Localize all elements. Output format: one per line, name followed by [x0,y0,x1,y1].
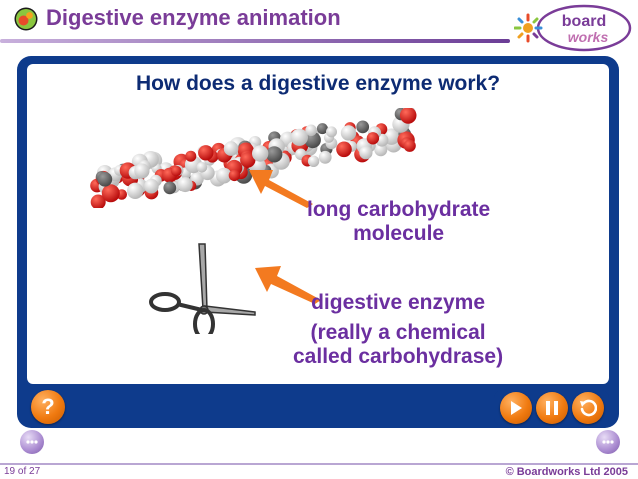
molecule-atom [316,123,328,135]
molecule-atom [223,141,239,156]
pause-button[interactable] [536,392,568,424]
molecule-atom [403,139,416,152]
molecule-atom [307,155,320,167]
pause-icon [546,401,558,415]
next-slide-button[interactable] [596,430,620,454]
enzyme-label: digestive enzyme (really a chemical call… [293,291,503,369]
molecule-atom [304,131,321,149]
ellipsis-icon [602,440,614,444]
molecule-atom [266,146,283,163]
play-icon [511,401,522,415]
animation-stage: How does a digestive enzyme work? long c… [27,64,609,384]
molecule-atom [252,145,269,162]
molecule-atom [97,172,113,187]
molecule-atom [127,182,144,199]
molecule-label-line: long carbohydrate [307,198,491,221]
play-button[interactable] [500,392,532,424]
molecule-atom [340,125,357,141]
molecule-atom [359,146,373,160]
molecule-atom [228,169,241,182]
scissors-icon [149,243,256,334]
molecule-atom [134,163,150,179]
molecule-atom [177,177,193,193]
sunburst-icon [514,13,543,43]
previous-slide-button[interactable] [20,430,44,454]
logo-text-board: board [562,13,606,30]
header-divider [0,39,510,43]
molecule-atom [399,108,417,124]
molecule-atom [240,152,256,168]
molecule-atom [101,184,120,203]
footer-divider [0,463,638,465]
enzyme-label-line: called carbohydrase) [293,345,504,368]
help-button-label: ? [41,394,55,419]
molecule-atom [318,150,332,164]
molecule-atom [163,181,177,195]
copyright-text: © Boardworks Ltd 2005 [505,466,628,478]
molecule-atom [171,165,182,177]
molecule-atom [326,126,337,138]
molecule-atom [185,150,197,162]
slide-header: Digestive enzyme animation board works [0,0,638,52]
enzyme-label-line: (really a chemical [310,321,486,344]
page-title: Digestive enzyme animation [46,5,341,30]
enzyme-arrow-icon [255,266,321,304]
molecule-atom [366,132,380,145]
carbohydrate-molecule-image [90,108,417,208]
molecule-atom [336,141,352,158]
molecule-atom [305,124,317,137]
molecule-label: long carbohydrate molecule [307,198,490,246]
slide-counter: 19 of 27 [4,466,41,477]
logo-text-works: works [568,29,609,45]
replay-button[interactable] [572,392,604,424]
molecule-atom [198,145,214,161]
molecule-atom [374,143,388,157]
biology-cells-icon [14,7,38,31]
boardworks-logo: board works [514,4,632,52]
molecule-atom [90,194,106,208]
help-button[interactable]: ? [31,390,65,424]
replay-icon [580,399,597,417]
molecule-atom [196,162,208,173]
molecule-atom [290,128,308,146]
molecule-atom [216,167,232,184]
slide-question: How does a digestive enzyme work? [135,72,501,95]
molecule-arrow-icon [249,170,313,208]
ellipsis-icon [26,440,38,444]
molecule-label-line: molecule [353,222,445,245]
molecule-atom [144,178,159,194]
molecule-atom [356,120,370,134]
enzyme-label-line: digestive enzyme [311,291,485,314]
